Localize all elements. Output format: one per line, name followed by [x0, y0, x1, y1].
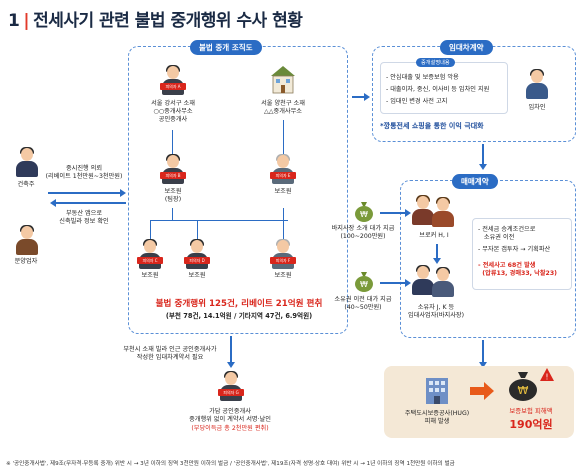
assistant-d-text: 보조원 — [188, 272, 206, 279]
request-text: 중시진행 의뢰 (리베이트 1천만원~3천만원) — [45, 165, 123, 180]
arrow-to-org — [48, 192, 120, 194]
owner-k-icon — [430, 267, 456, 298]
fake-agent-text: 가담 공인중개사 중개행위 없이 계약서 서명·날인 — [189, 408, 271, 423]
connector-a-b — [172, 130, 173, 154]
arrow-fee-owner — [380, 282, 406, 284]
arrow-broker-owner — [436, 244, 438, 258]
owner-label: 소유자 J, K 등 임대사업자(바지사장) — [407, 304, 465, 319]
suspect-f-icon: 피의자 F — [270, 239, 296, 270]
sale-item-2: - 무자본 갭투자 → 기획파산 — [478, 246, 551, 253]
arrow-from-org-head — [50, 199, 56, 207]
lease-note: *깡통전세 쇼핑을 통한 이익 극대화 — [380, 122, 484, 130]
builder-icon — [14, 147, 40, 178]
assistant-b-text: 보조원 (팀장) — [164, 188, 182, 203]
svg-text:!: ! — [545, 373, 548, 382]
page-title: 1|전세사기 관련 불법 중개행위 수사 현황 — [8, 6, 303, 31]
svg-text:₩: ₩ — [518, 384, 529, 397]
office-b-text: 서울 양천구 소재 △△중개사무소 — [261, 100, 305, 115]
warning-icon: ! — [540, 368, 554, 381]
assistant-e-text: 보조원 — [274, 188, 292, 195]
connector-d — [197, 220, 198, 240]
connector-c — [150, 220, 151, 240]
broker-label: 브로커 H, I — [419, 232, 449, 239]
arrow-sale-hug — [482, 340, 484, 362]
fee-transfer-text: 소유권 이전 대가 지급 (40~50만원) — [334, 296, 392, 311]
tenant-label: 임차인 — [528, 104, 546, 111]
assistant-c-text: 보조원 — [141, 272, 159, 279]
suspect-g-icon: 피의자 G — [218, 371, 244, 402]
arrow-fee-broker-head — [405, 209, 411, 217]
suspect-a-icon: 피의자 A — [160, 65, 186, 96]
arrow-lease-sale — [482, 144, 484, 164]
broker-i-icon — [430, 197, 456, 228]
sales-agent-icon — [14, 225, 40, 256]
lease-item-1: - 안심대출 및 보증보험 악용 — [386, 74, 459, 81]
connector-office-e — [283, 120, 284, 154]
arrow-org-g-head — [227, 362, 235, 368]
loss-money-bag-icon: ₩ — [509, 372, 537, 401]
arrow-sale-hug-head — [479, 362, 487, 368]
org-summary-detail: (부천 78건, 14.1억원 / 기타지역 47건, 6.9억원) — [165, 312, 313, 320]
arrow-fee-owner-head — [405, 279, 411, 287]
sale-item-1: - 전세금 승계조건으로 소유권 이전 — [478, 226, 536, 241]
loss-value: 190억원 — [509, 418, 553, 431]
org-chart-label: 불법 중개 조직도 — [190, 40, 262, 55]
fake-gain-text: (부당이득금 총 2천만원 편취) — [191, 425, 269, 432]
suspect-e-icon: 피의자 E — [270, 154, 296, 185]
connector-f — [283, 208, 284, 240]
lease-item-2: - 대출이자, 중신, 이사비 등 임차인 지원 — [386, 86, 490, 93]
hug-building-icon — [426, 378, 448, 404]
title-number: 1 — [8, 11, 20, 31]
lease-label: 임대차계약 — [440, 40, 493, 55]
lease-item-3: - 임대인 변경 사전 고지 — [386, 98, 448, 105]
suspect-d-icon: 피의자 D — [184, 239, 210, 270]
sale-label: 매매계약 — [452, 174, 498, 189]
footnote: ※ '공인중개사법', 제9조(무자격·무등록 중개) 위반 시 → 3년 이하… — [6, 461, 455, 467]
sale-red-note: - 전세사고 68건 발생 (압류13, 경매33, 낙찰23) — [478, 262, 557, 277]
svg-text:₩: ₩ — [360, 280, 368, 289]
fee-broker-text: 바지사장 소개 대가 지급 (100~200만원) — [331, 225, 395, 240]
suspect-b-icon: 피의자 B — [160, 154, 186, 185]
arrow-from-org — [56, 202, 126, 204]
arrow-fee-broker — [380, 212, 406, 214]
title-text: 전세사기 관련 불법 중개행위 수사 현황 — [33, 11, 303, 31]
building-icon — [271, 66, 295, 94]
suspect-c-icon: 피의자 C — [137, 239, 163, 270]
assistant-f-text: 보조원 — [274, 272, 292, 279]
arrow-lease-sale-head — [479, 164, 487, 170]
broker-h-icon — [410, 195, 436, 226]
org-summary: 불법 중개행위 125건, 리베이트 21억원 편취 — [155, 299, 323, 309]
arrow-to-org-head — [120, 189, 126, 197]
office-a-text: 서울 강서구 소재 ○○중개사무소 공인중개사 — [151, 100, 195, 123]
lease-info-title: 중개설명내용 — [416, 58, 455, 67]
builder-label: 건축주 — [17, 181, 35, 188]
disguise-text: 부천시 소재 빌라 인근 공인중개사가 작성한 임대차계약서 필요 — [123, 346, 217, 361]
connector-horizontal — [150, 220, 288, 221]
arrow-org-lease — [352, 96, 366, 98]
advert-text: 부동산 앱으로 신축빌라 정보 확인 — [59, 210, 109, 225]
owner-j-icon — [410, 265, 436, 296]
hug-text: 주택도시보증공사(HUG) 피해 발생 — [404, 410, 470, 425]
connector-b-down — [172, 208, 173, 220]
arrow-org-lease-head — [364, 93, 370, 101]
arrow-broker-owner-head — [433, 258, 441, 264]
money-bag-icon-broker: ₩ — [355, 202, 373, 222]
sales-agent-label: 분양업자 — [14, 258, 38, 265]
arrow-loss-icon — [470, 382, 494, 400]
svg-text:₩: ₩ — [360, 210, 368, 219]
lease-info-box — [380, 62, 508, 114]
arrow-org-g — [230, 336, 232, 362]
title-divider: | — [23, 11, 30, 31]
loss-label: 보증보험 피해액 — [509, 407, 553, 415]
sale-info-box — [472, 218, 572, 290]
money-bag-icon-owner: ₩ — [355, 272, 373, 292]
tenant-icon — [524, 69, 550, 100]
